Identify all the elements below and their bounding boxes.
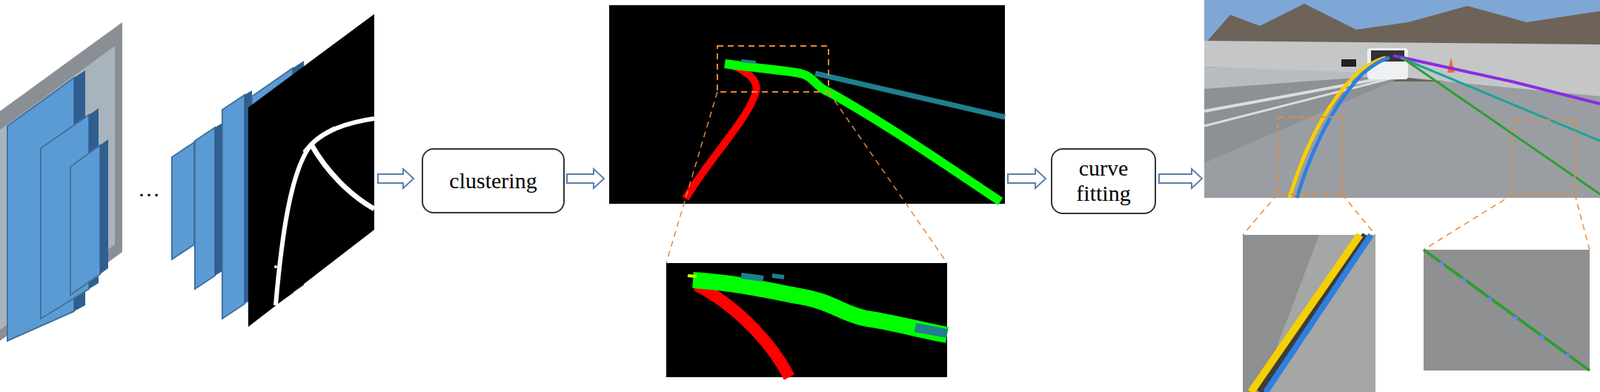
cnn-network	[311, 144, 375, 209]
fitted-lane-photo	[1204, 0, 1600, 392]
fitted-lane-photo	[1393, 55, 1600, 104]
cluster-result	[717, 45, 829, 92]
cnn-network	[303, 127, 335, 152]
fitted-lane-photo	[1461, 277, 1466, 283]
fitted-lane-photo	[1242, 194, 1278, 235]
flow-arrows	[1007, 168, 1046, 189]
fitted-lane-photo	[1423, 194, 1514, 250]
cnn-network	[222, 94, 245, 319]
process-box: curve fitting	[1050, 148, 1157, 215]
fitted-lane-photo	[1439, 261, 1570, 358]
fitted-lane-photo	[1242, 234, 1376, 392]
fitted-lane-photo	[1565, 353, 1570, 358]
flow-arrows	[1159, 168, 1203, 189]
fitted-lane-photo	[1439, 261, 1444, 267]
fitted-lane-photo	[1513, 120, 1575, 195]
fitted-lane-photo	[1423, 249, 1590, 371]
fitted-lane-photo	[1296, 57, 1390, 198]
fitted-lane-photo	[1342, 194, 1376, 235]
box-label: curve fitting	[1059, 155, 1148, 207]
fitted-lane-photo	[1265, 234, 1372, 392]
cnn-network	[194, 127, 215, 290]
process-box: clustering	[421, 148, 565, 214]
fitted-lane-photo	[1204, 77, 1394, 126]
cluster-result	[828, 91, 948, 264]
cnn-network	[248, 14, 375, 327]
cluster-result	[741, 275, 764, 279]
cnn-network	[274, 265, 278, 269]
cluster-result	[692, 280, 948, 335]
fitted-lane-photo	[1574, 194, 1590, 250]
fitted-lane-photo	[1513, 316, 1518, 321]
flow-arrows	[377, 168, 414, 189]
cluster-result	[915, 327, 948, 334]
fitted-lane-photo	[1277, 117, 1343, 195]
cluster-result	[815, 73, 1005, 118]
fitted-lane-photo	[1404, 59, 1600, 195]
fitted-lane-photo	[1250, 234, 1360, 392]
fitted-lane-photo	[1259, 234, 1366, 392]
cluster-result	[609, 5, 1005, 378]
cluster-result	[666, 91, 718, 264]
cluster-result	[666, 263, 948, 378]
flow-arrows	[566, 168, 604, 189]
cluster-result	[685, 62, 757, 199]
fitted-lane-photo	[1341, 59, 1357, 67]
cnn-network	[0, 22, 123, 341]
cluster-result	[741, 60, 756, 63]
cnn-network	[171, 142, 195, 260]
fitted-lane-photo	[1423, 249, 1590, 371]
cluster-result	[687, 275, 697, 277]
fitted-lane-photo	[1259, 234, 1376, 392]
box-label: clustering	[449, 168, 537, 195]
fitted-lane-photo	[1204, 76, 1394, 112]
fitted-lane-photo	[1447, 57, 1455, 73]
ellipsis-label: …	[137, 177, 161, 201]
cluster-result	[609, 5, 1005, 204]
cnn-network	[275, 118, 375, 306]
fitted-lane-photo	[1400, 57, 1600, 141]
cnn-network	[214, 123, 223, 276]
cnn-network	[70, 145, 101, 295]
fitted-lane-photo	[1487, 297, 1492, 302]
fitted-lane-photo	[1204, 0, 1600, 198]
cnn-network	[100, 139, 109, 275]
fitted-lane-photo	[1204, 75, 1401, 164]
cluster-result	[772, 275, 785, 278]
fitted-lane-photo	[1539, 334, 1544, 340]
cnn-network	[0, 14, 375, 341]
